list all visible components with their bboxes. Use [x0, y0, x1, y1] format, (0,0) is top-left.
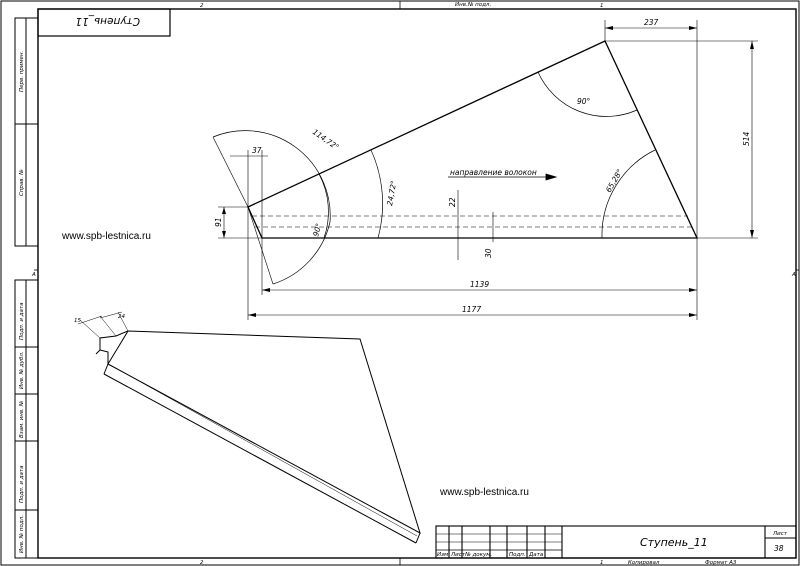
- col-doc: № докум.: [464, 552, 492, 558]
- angle-90-top: 90°: [577, 97, 591, 106]
- step-outline: [247, 40, 699, 239]
- side-perv-primen: Перв. примен.: [19, 50, 25, 92]
- angle-24: 24,72°: [385, 180, 398, 207]
- arrowheads: [222, 26, 754, 317]
- side-strip: [14, 17, 39, 559]
- stamp-title: Ступень_11: [75, 15, 140, 27]
- format-label: Формат А3: [705, 560, 737, 566]
- dim-514: 514: [742, 131, 751, 146]
- zone-left: A: [31, 272, 36, 278]
- side-inv-podl: Инв. № подл.: [19, 515, 25, 553]
- isometric-step: [95, 330, 421, 544]
- col-data: Дата: [528, 552, 544, 558]
- dim-1177: 1177: [462, 305, 481, 314]
- col-izm: Изм: [437, 552, 448, 558]
- hidden-lines: [252, 215, 693, 228]
- zone-top-left: 2: [200, 3, 204, 9]
- angle-65: 65,28°: [604, 167, 625, 194]
- dim-37: 37: [252, 146, 262, 155]
- dimension-lines: [212, 20, 758, 320]
- dim-237: 237: [644, 18, 659, 27]
- iso-dim-24: 24: [118, 314, 125, 320]
- dim-22: 22: [448, 197, 457, 207]
- zone-top-right: 1: [600, 3, 604, 9]
- side-inv-dubl: Инв. № дубл.: [19, 351, 25, 389]
- dim-1139: 1139: [470, 280, 489, 289]
- angle-arcs: [212, 71, 656, 285]
- side-podp-data-2: Подп. и дата: [19, 465, 25, 503]
- watermark-url-1: www.spb-lestnica.ru: [61, 231, 151, 242]
- angle-114: 114,72°: [311, 127, 341, 152]
- col-list: Лист: [450, 552, 466, 558]
- zone-right: A: [791, 272, 796, 278]
- title-block-sheet-label: Лист: [772, 531, 788, 537]
- side-sprav-no: Справ. №: [19, 169, 25, 196]
- top-center-note: Инв.№ подл.: [455, 2, 491, 8]
- title-block-title: Ступень_11: [640, 536, 708, 549]
- title-block-sheet-number: 38: [774, 544, 784, 553]
- grain-arrow: [448, 173, 558, 181]
- side-podp-data-1: Подп. и дата: [19, 302, 25, 340]
- zone-bottom-right: 1: [600, 560, 604, 566]
- watermark-url-2: www.spb-lestnica.ru: [439, 487, 529, 498]
- iso-dimension-lines: [77, 311, 129, 339]
- dim-30: 30: [484, 248, 493, 258]
- zone-bottom-left: 2: [200, 560, 204, 566]
- iso-dim-15: 15: [74, 318, 81, 324]
- col-podp: Подп.: [509, 552, 526, 558]
- copied-label: Копировал: [628, 560, 660, 566]
- angle-90-left: 90°: [311, 222, 323, 237]
- grain-direction-note: направление волокон: [450, 168, 537, 177]
- dim-91: 91: [214, 217, 223, 227]
- title-block: [435, 525, 797, 559]
- stamp-box: [37, 8, 171, 37]
- side-vzam-inv: Взам. инв. №: [19, 400, 25, 438]
